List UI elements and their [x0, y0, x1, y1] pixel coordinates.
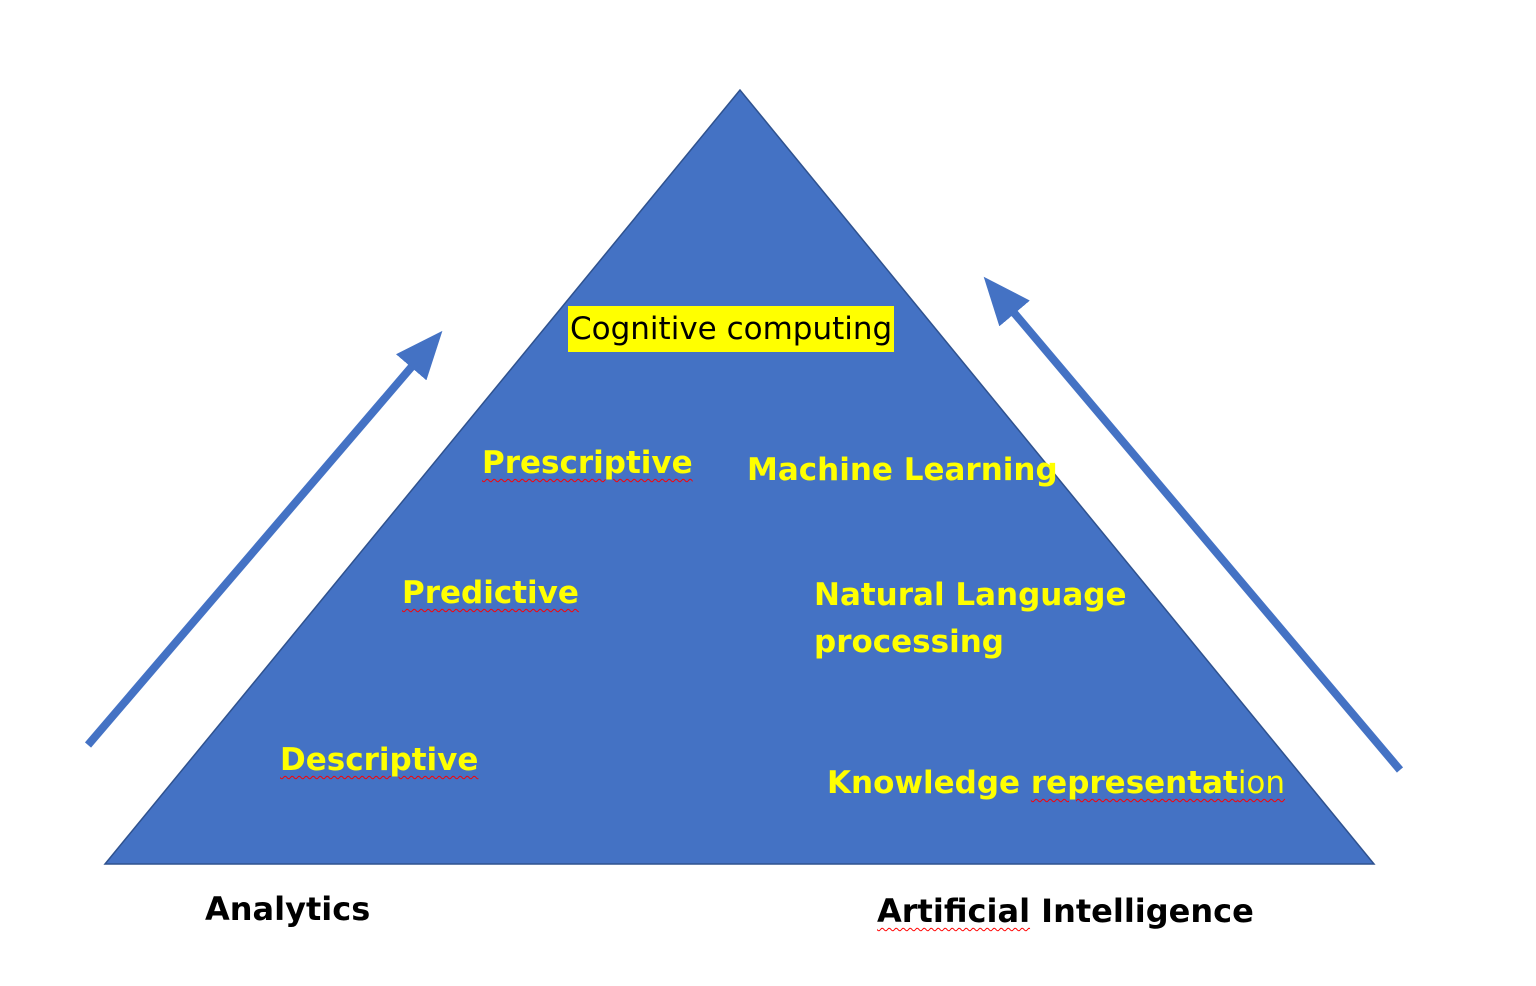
analytics-level-prescriptive: Prescriptive	[482, 445, 693, 481]
representation-thin-part: ion	[1237, 765, 1286, 801]
ai-arrow	[983, 276, 1404, 773]
analytics-level-predictive: Predictive	[402, 575, 579, 611]
analytics-arrow	[84, 330, 443, 748]
ai-component-machine-learning: Machine Learning	[747, 452, 1058, 488]
pyramid-triangle	[103, 88, 1376, 865]
ai-base-label: Artificial Intelligence	[877, 893, 1254, 930]
ai-component-knowledge-representation: Knowledge representation	[827, 765, 1285, 802]
representation-bold-part: representat	[1030, 765, 1238, 801]
representation-word: representation	[1031, 765, 1285, 801]
ai-label-artificial: Artificial	[877, 892, 1031, 930]
analytics-base-label: Analytics	[205, 890, 371, 928]
ai-component-nlp: Natural Language processing	[814, 577, 1127, 660]
knowledge-word: Knowledge	[827, 765, 1031, 801]
ai-label-intelligence: Intelligence	[1030, 892, 1254, 930]
analytics-level-descriptive: Descriptive	[280, 742, 479, 778]
apex-label: Cognitive computing	[568, 306, 895, 352]
